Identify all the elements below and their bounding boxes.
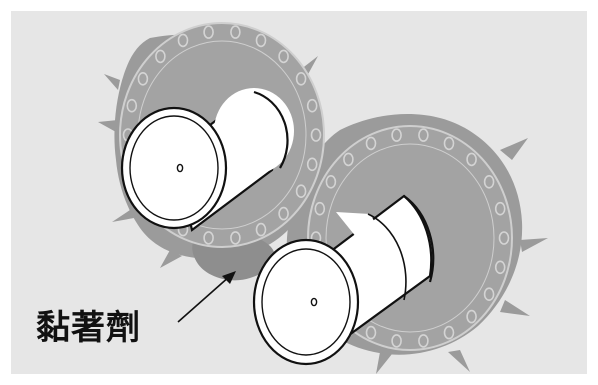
adhesive-callout-label: 黏著劑	[36, 308, 141, 348]
disc-hole	[466, 152, 477, 167]
disc-hole	[466, 309, 477, 324]
disc-hole	[498, 231, 510, 245]
disc-hole	[483, 175, 495, 189]
disc-hole	[443, 136, 455, 151]
disc-hole	[230, 25, 241, 39]
disc-hole	[483, 287, 495, 302]
disc-hole	[365, 325, 377, 340]
disc-hole	[203, 231, 214, 245]
disc-hole	[391, 128, 402, 142]
disc-hole	[295, 72, 307, 86]
disc-hole	[418, 334, 429, 348]
disc-hole	[310, 128, 322, 142]
disc-hole	[295, 184, 307, 198]
disc-hole	[137, 72, 149, 86]
disc-hole	[494, 201, 506, 216]
disc-hole	[418, 128, 429, 142]
bushing-lower	[252, 194, 435, 366]
disc-hole	[155, 49, 166, 64]
disc-hole	[177, 33, 189, 48]
disc-hole	[343, 152, 354, 167]
disc-hole	[230, 231, 241, 245]
disc-hole	[391, 334, 402, 348]
arrow-up-right-icon	[177, 271, 236, 323]
disc-hole	[325, 175, 337, 189]
disc-hole	[126, 98, 138, 113]
disc-hole	[494, 260, 506, 275]
disc-hole	[203, 25, 214, 39]
disc-hole	[255, 33, 267, 48]
disc-hole	[255, 222, 267, 237]
disc-hole	[314, 201, 326, 216]
disc-hole	[365, 136, 377, 151]
disc-hole	[278, 206, 289, 221]
bushing-upper	[120, 88, 294, 232]
disc-hole	[278, 49, 289, 64]
disc-hole	[306, 157, 318, 172]
disc-hole	[306, 98, 318, 113]
disc-hole	[443, 325, 455, 340]
